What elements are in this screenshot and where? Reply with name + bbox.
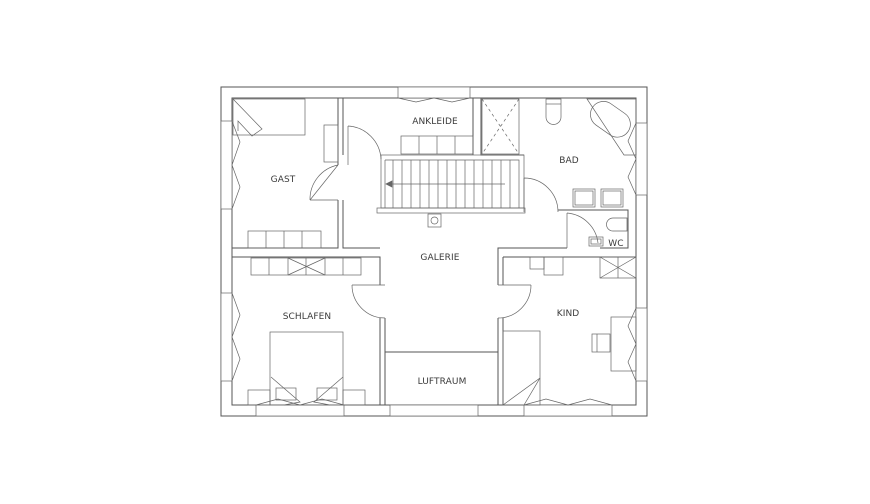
room-label-ankleide: ANKLEIDE (412, 117, 458, 127)
room-label-schlafen: SCHLAFEN (283, 312, 332, 322)
kind-furniture (502, 256, 637, 406)
bad-furniture (481, 98, 637, 247)
windows (220, 86, 648, 417)
room-label-kind: KIND (557, 309, 580, 319)
room-label-wc: WC (608, 239, 623, 249)
gast-furniture (232, 98, 339, 249)
room-label-luftraum: LUFTRAUM (418, 377, 467, 387)
room-label-galerie: GALERIE (420, 253, 459, 263)
room-label-bad: BAD (559, 156, 579, 166)
schlafen-furniture (247, 257, 366, 406)
doors (309, 125, 599, 319)
room-labels: GAST ANKLEIDE BAD WC GALERIE SCHLAFEN KI… (271, 117, 624, 387)
outer-walls (220, 86, 648, 417)
room-label-gast: GAST (271, 175, 296, 185)
ankleide-furniture (400, 135, 474, 155)
interior-walls (232, 98, 636, 405)
staircase (376, 154, 526, 228)
